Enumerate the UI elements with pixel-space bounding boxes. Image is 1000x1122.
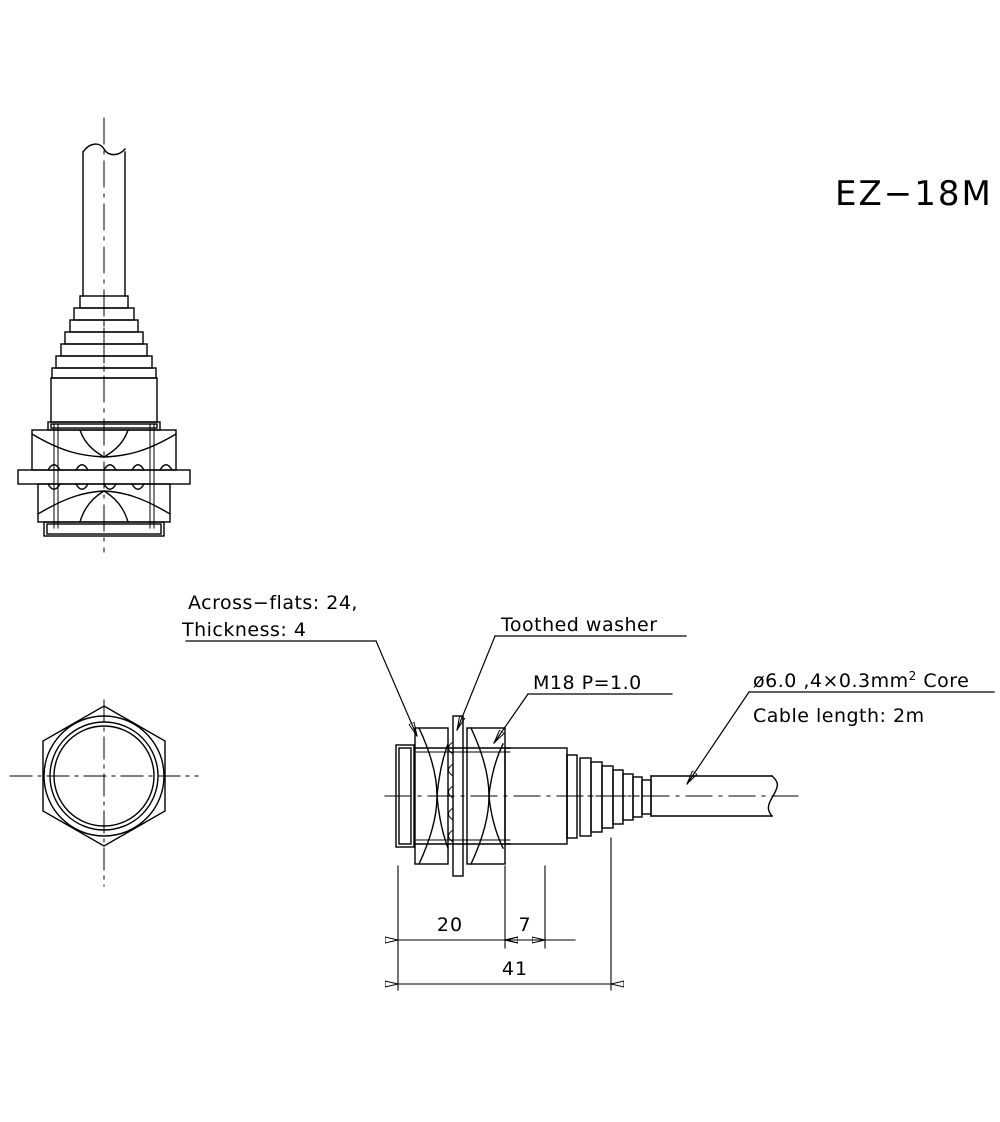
end-view-hex — [9, 699, 199, 887]
leader-thread — [493, 693, 529, 744]
dim-label-41: 41 — [502, 958, 528, 980]
side-view-cable — [650, 775, 779, 817]
rear-view-lower-collar — [43, 521, 165, 537]
leader-cable — [686, 691, 750, 785]
rear-view-thread-lines — [53, 423, 155, 529]
label-cable-spec-superscript: 2 — [909, 669, 917, 683]
label-cable-length: Cable length: 2m — [753, 705, 925, 727]
end-view-centerlines — [9, 699, 199, 887]
hex-outline — [42, 705, 166, 847]
sensor-body — [504, 747, 578, 845]
label-thickness: Thickness: 4 — [181, 619, 306, 641]
rear-view-upper-nut — [31, 429, 177, 471]
leader-across-flats — [375, 640, 418, 737]
label-cable-spec-main: ø6.0 ,4×0.3mm — [753, 670, 909, 692]
side-view-nut-1 — [414, 727, 449, 865]
label-across-flats: Across−flats: 24, — [188, 592, 358, 614]
barrel-shaft — [413, 747, 511, 845]
label-cable-spec: ø6.0 ,4×0.3mm2 Core — [753, 669, 969, 692]
side-view — [384, 715, 801, 877]
page-title: EZ−18M — [835, 174, 993, 214]
label-toothed-washer: Toothed washer — [500, 614, 658, 636]
label-cable-spec-tail: Core — [917, 670, 970, 692]
label-thread-spec: M18 P=1.0 — [533, 672, 642, 694]
rear-view — [17, 117, 191, 553]
dimension-lines — [398, 837, 611, 991]
threaded-barrel — [395, 744, 415, 848]
dim-label-7: 7 — [518, 914, 531, 936]
side-view-strain-relief — [579, 757, 652, 837]
leader-toothed-washer — [456, 635, 496, 731]
leader-lines — [185, 635, 995, 785]
dim-label-20: 20 — [437, 914, 463, 936]
rear-view-cable — [82, 143, 126, 297]
